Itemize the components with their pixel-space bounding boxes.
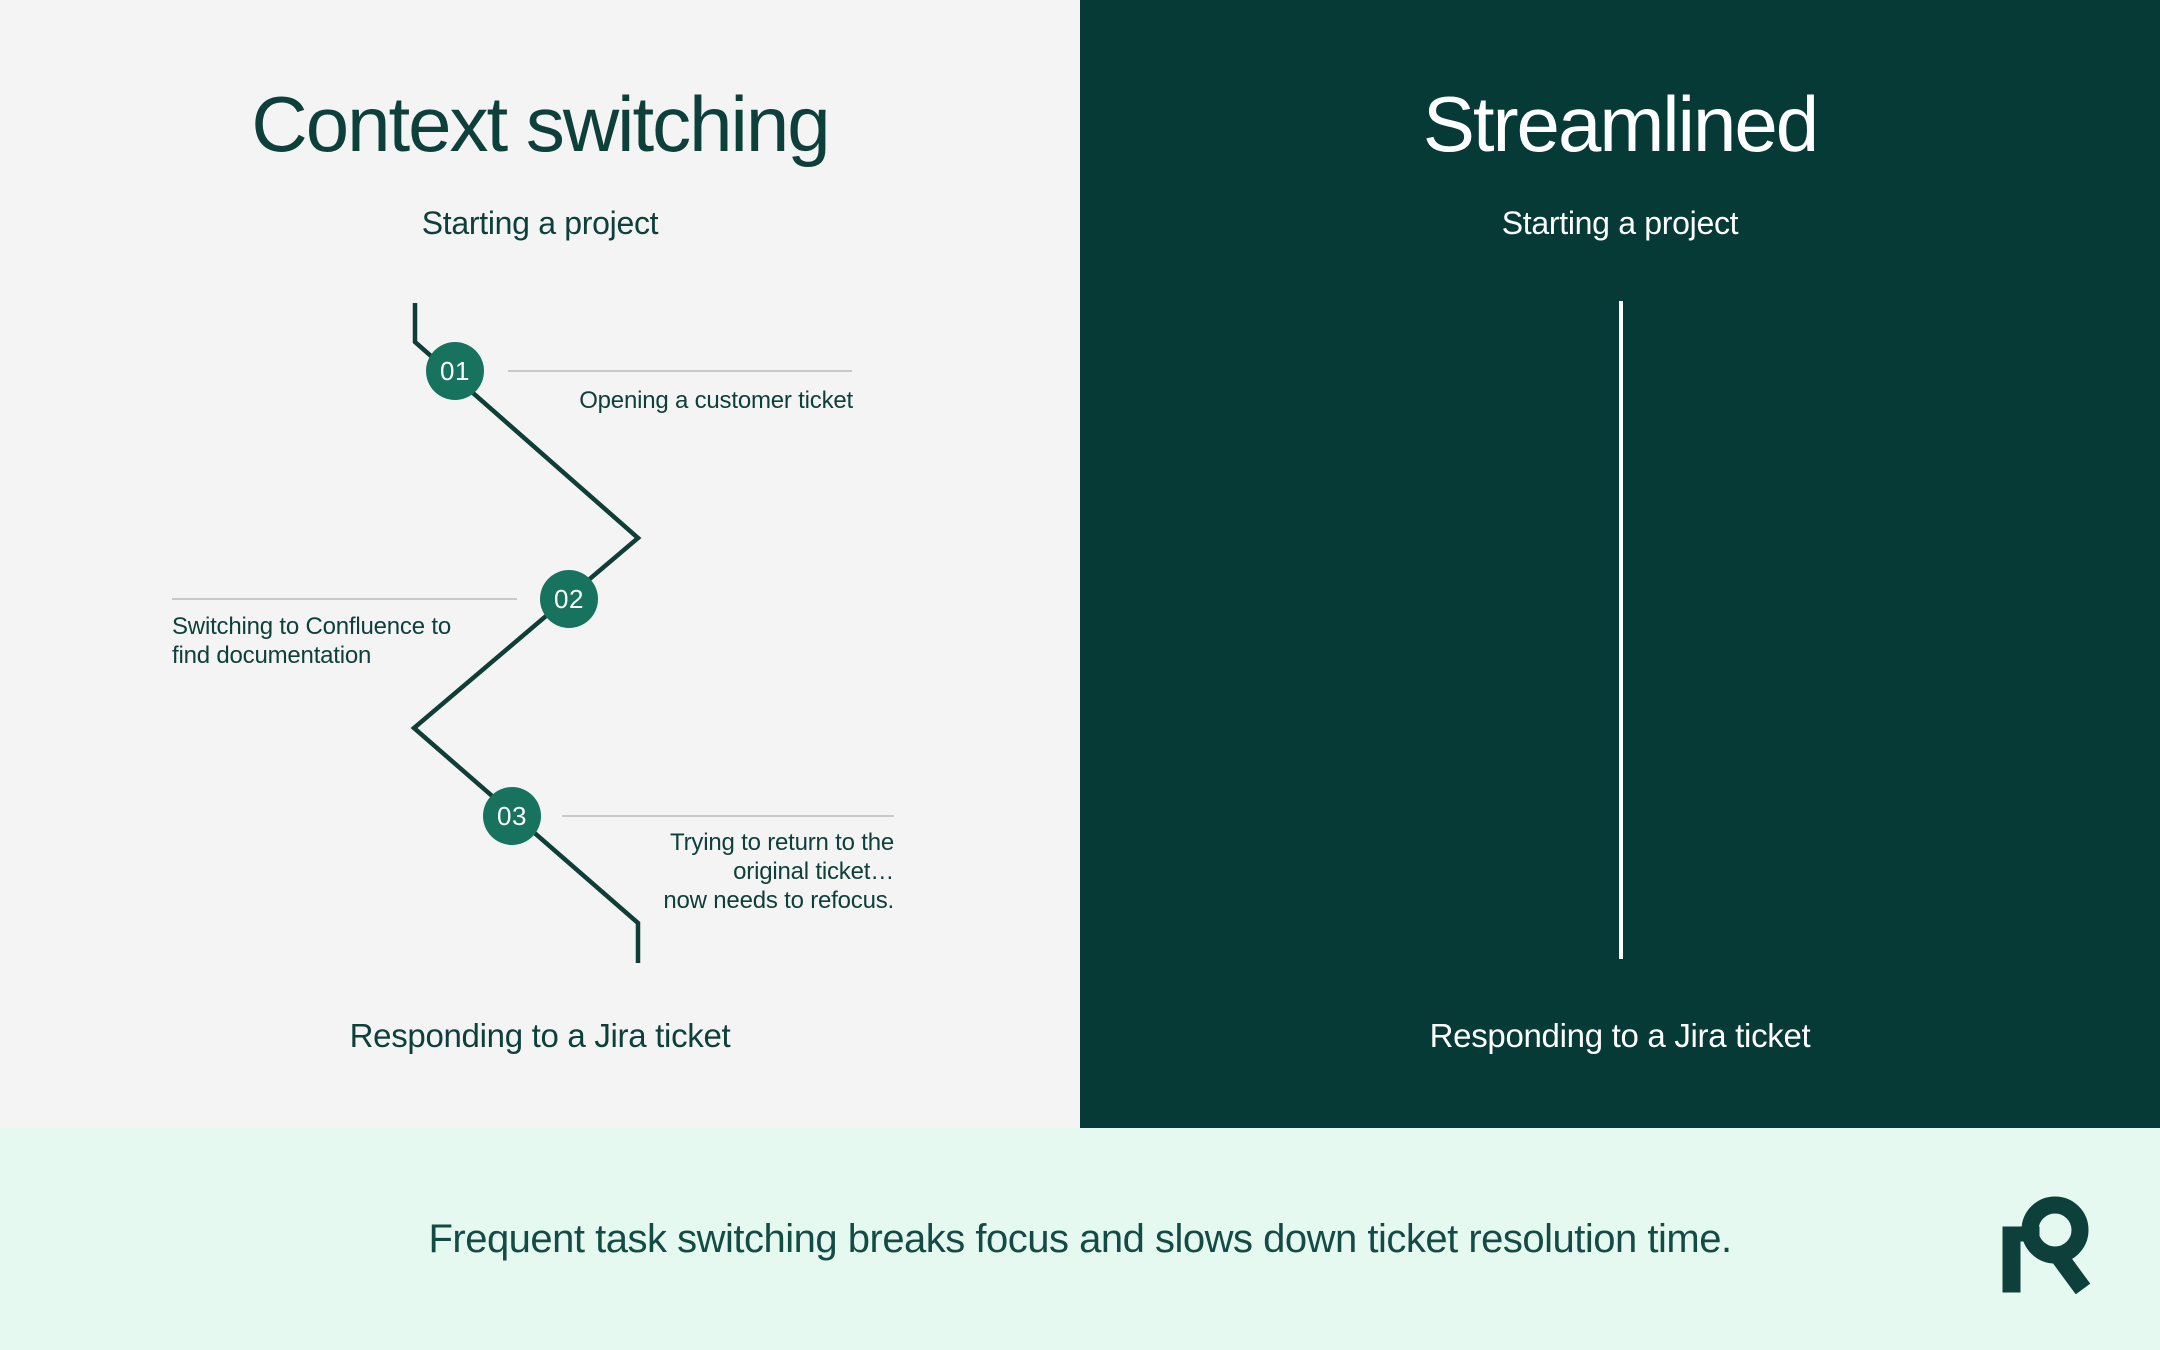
streamlined-subtitle: Starting a project bbox=[1501, 205, 1739, 241]
step-2-rule bbox=[172, 598, 517, 600]
step-1-label: Opening a customer ticket bbox=[579, 387, 853, 414]
r-mark-logo-icon bbox=[2002, 1196, 2091, 1294]
streamlined-title: Streamlined bbox=[1422, 80, 1819, 168]
step-3-rule bbox=[562, 815, 894, 817]
takeaway-banner: Frequent task switching breaks focus and… bbox=[0, 1128, 2160, 1350]
streamlined-footer: Responding to a Jira ticket bbox=[1429, 1017, 1811, 1054]
step-3-node: 03 bbox=[483, 787, 541, 845]
step-3-label: Trying to return to the original ticket…… bbox=[663, 829, 894, 914]
context-switching-footer: Responding to a Jira ticket bbox=[349, 1017, 731, 1054]
takeaway-message: Frequent task switching breaks focus and… bbox=[428, 1216, 1732, 1261]
context-switching-panel: Context switching Starting a project 01 … bbox=[0, 0, 1080, 1128]
step-2-node: 02 bbox=[540, 570, 598, 628]
step-1-node: 01 bbox=[426, 342, 484, 400]
zigzag-path bbox=[410, 303, 642, 963]
step-2-label: Switching to Confluence to find document… bbox=[172, 613, 451, 669]
streamlined-panel: Streamlined Starting a project Respondin… bbox=[1080, 0, 2160, 1128]
step-1-rule bbox=[508, 370, 852, 372]
context-switching-subtitle: Starting a project bbox=[421, 205, 659, 241]
context-switching-title: Context switching bbox=[251, 80, 830, 168]
straight-flow-line bbox=[1619, 301, 1623, 959]
